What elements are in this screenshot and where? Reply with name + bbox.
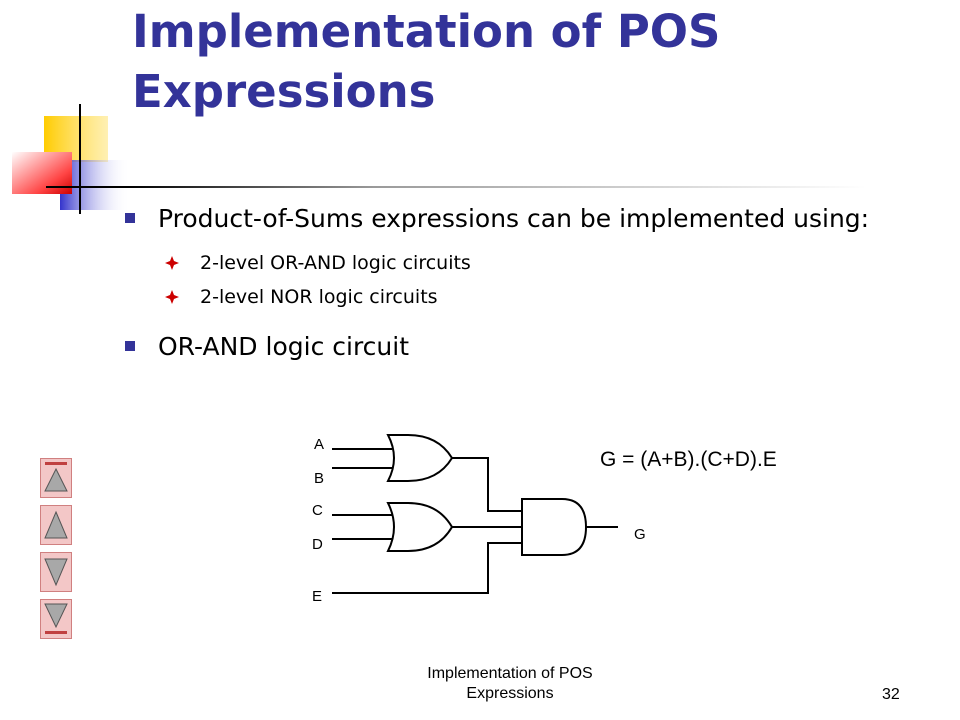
slide-footer: Implementation of POS Expressions: [380, 664, 640, 704]
and-gate: [521, 498, 588, 556]
wire-or1-to-and: [452, 457, 522, 512]
diamond-bullet-icon: [165, 290, 179, 304]
first-slide-button[interactable]: [40, 458, 72, 498]
last-slide-icon: [44, 603, 68, 634]
sub-bullet-text: 2-level OR-AND logic circuits: [200, 252, 471, 274]
first-slide-icon: [44, 462, 68, 492]
footer-line1: Implementation of POS: [427, 665, 593, 682]
square-bullet-icon: [125, 213, 135, 223]
square-bullet-icon: [125, 341, 135, 351]
or-gate-2: [386, 502, 454, 552]
input-label-e: E: [312, 588, 322, 605]
title-decoration: [0, 0, 140, 220]
input-label-d: D: [312, 536, 323, 553]
input-label-a: A: [314, 436, 324, 453]
bullet-list: Product-of-Sums expressions can be imple…: [120, 198, 900, 366]
previous-slide-button[interactable]: [40, 505, 72, 545]
wire-e-to-and: [332, 542, 522, 594]
or-and-circuit-diagram: A B C D E G: [300, 425, 680, 619]
title-divider: [46, 186, 866, 188]
next-slide-button[interactable]: [40, 552, 72, 592]
next-slide-icon: [44, 558, 68, 587]
slide-title: Implementation of POS Expressions: [132, 2, 932, 122]
footer-line2: Expressions: [466, 685, 554, 702]
bullet-item: OR-AND logic circuit: [120, 328, 900, 366]
sub-bullet-item: 2-level NOR logic circuits: [120, 280, 900, 314]
circuit-equation: G = (A+B).(C+D).E: [600, 448, 777, 471]
previous-slide-icon: [44, 510, 68, 539]
decoration-squares-graphic: [12, 104, 130, 214]
input-label-b: B: [314, 470, 324, 487]
bullet-text: OR-AND logic circuit: [158, 332, 410, 361]
page-number: 32: [882, 686, 900, 703]
slide-title-line1: Implementation of POS: [132, 5, 721, 58]
slide-title-line2: Expressions: [132, 65, 436, 118]
sub-bullet-item: 2-level OR-AND logic circuits: [120, 246, 900, 280]
diamond-bullet-icon: [165, 256, 179, 270]
output-label-g: G: [634, 526, 646, 543]
or-gate-1: [386, 434, 454, 482]
bullet-item: Product-of-Sums expressions can be imple…: [120, 200, 900, 238]
input-label-c: C: [312, 502, 323, 519]
sub-bullet-text: 2-level NOR logic circuits: [200, 286, 438, 308]
last-slide-button[interactable]: [40, 599, 72, 639]
circuit-svg: A B C D E G: [312, 434, 646, 605]
bullet-text: Product-of-Sums expressions can be imple…: [158, 204, 870, 233]
